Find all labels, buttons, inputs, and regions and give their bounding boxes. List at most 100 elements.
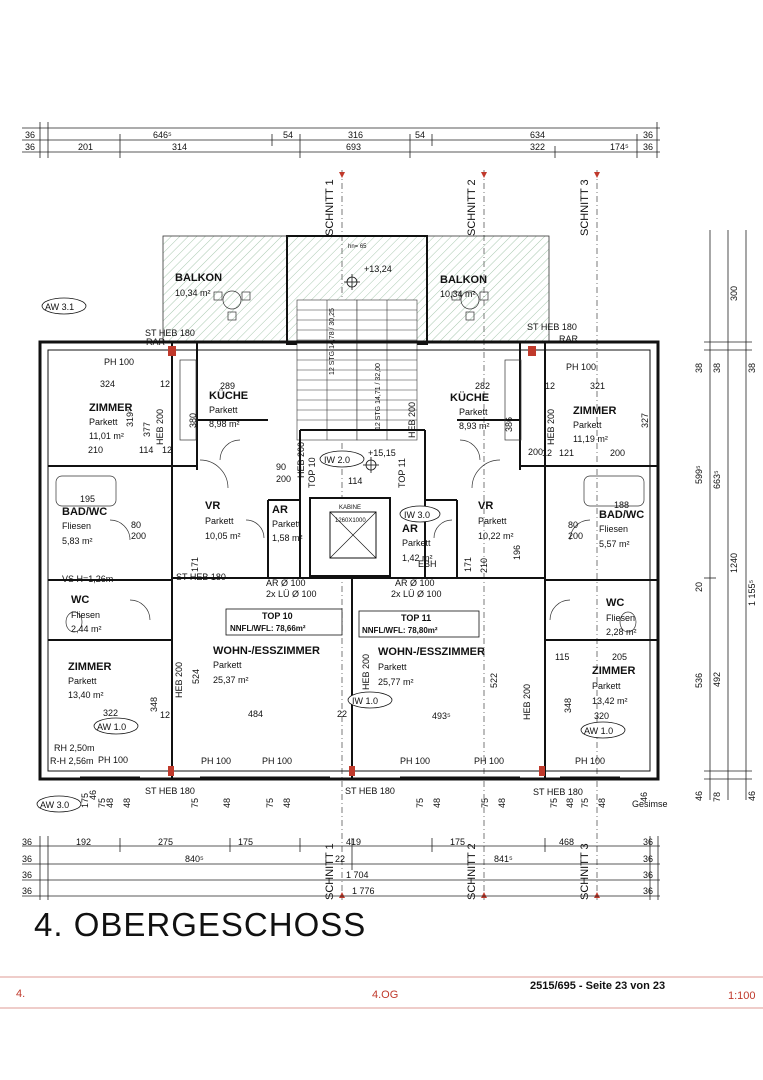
dim-label: 322 [530, 142, 545, 152]
dim-label: 192 [76, 837, 91, 847]
room-floor: Parkett [205, 516, 234, 526]
room-floor: Parkett [573, 420, 602, 430]
dim-label: 46 [88, 790, 98, 800]
dim-label: 90 [276, 462, 286, 472]
room-area: 5,57 m² [599, 539, 630, 549]
dim-label: 522 [489, 673, 499, 688]
room-kueche-1: KÜCHE Parkett 8,98 m² [209, 389, 248, 429]
section-arrow-icon [594, 892, 600, 898]
parapet-label: PH 100 [201, 756, 231, 766]
room-floor: Parkett [68, 676, 97, 686]
dim-label: 324 [100, 379, 115, 389]
dim-label: 201 [78, 142, 93, 152]
dim-label: 468 [559, 837, 574, 847]
room-name: KÜCHE [209, 389, 248, 402]
section-arrow-icon [594, 172, 600, 178]
room-name: ZIMMER [89, 402, 132, 414]
dim-label: 115 [555, 652, 569, 662]
wall-marker-label: IW 3.0 [404, 510, 430, 520]
dim-label: 200 [528, 447, 543, 457]
section-markers: SCHNITT 1 SCHNITT 2 SCHNITT 3 SCHNITT 1 … [324, 172, 600, 900]
dim-label: 48 [122, 798, 132, 808]
room-area: 10,05 m² [205, 531, 241, 541]
elevation-marker-icon [363, 457, 379, 473]
parapet-label: PH 100 [262, 756, 292, 766]
dim-label: 171 [190, 557, 200, 572]
dim-label: 36 [643, 837, 653, 847]
dim-label: 599⁵ [694, 465, 704, 484]
vent-label: AR Ø 100 [395, 578, 435, 588]
dim-label: 80 [568, 520, 578, 530]
room-floor: Fliesen [606, 613, 635, 623]
page-title: 4. OBERGESCHOSS [34, 906, 366, 943]
room-bad-2: BAD/WC Fliesen 5,57 m² [599, 509, 644, 549]
unit-name: TOP 10 [262, 611, 293, 621]
cornice-label: Gesimse [632, 799, 668, 809]
wall-marker-label: AW 1.0 [584, 726, 613, 736]
dim-label: 327 [640, 413, 650, 428]
room-ar-1: AR Parkett 1,58 m² [272, 504, 303, 543]
beam-label: ST HEB 180 [533, 787, 583, 797]
room-zimmer-3: ZIMMER Parkett 13,40 m² [68, 661, 111, 700]
room-area: 1,58 m² [272, 533, 303, 543]
section-label: SCHNITT 1 [324, 179, 336, 236]
right-dim-labels: 300 38 38 38 599⁵ 663⁵ 20 1240 1 155⁵ 53… [694, 286, 757, 802]
beam-label: ST HEB 180 [145, 328, 195, 338]
dim-label: 54 [415, 130, 425, 140]
room-area: 1,42 m² [402, 553, 433, 563]
dim-label: 46 [694, 791, 704, 801]
vent-label: RAR [146, 337, 166, 347]
room-name: BAD/WC [62, 506, 107, 518]
room-wc-2: WC Fliesen 2,28 m² [606, 597, 637, 637]
dim-label: 1 155⁵ [747, 579, 757, 606]
room-area: 10,22 m² [478, 531, 514, 541]
dim-label: 419 [346, 837, 361, 847]
dim-label: 48 [222, 798, 232, 808]
door-swings [109, 439, 591, 621]
room-name: WC [71, 594, 89, 606]
room-bad-1: BAD/WC Fliesen 5,83 m² [62, 506, 107, 546]
balcony-left [162, 235, 288, 343]
dim-label: 348 [149, 697, 159, 712]
room-name: WOHN-/ESSZIMMER [378, 646, 485, 658]
dim-label: 205 [612, 652, 627, 662]
room-kueche-2: KÜCHE Parkett 8,93 m² [450, 391, 490, 431]
dim-label: 275 [158, 837, 173, 847]
stair-label: 12 STG 14,71 / 32,00 [375, 363, 382, 430]
dim-label: 536 [694, 673, 704, 688]
lift-label: KABINE [339, 505, 361, 511]
room-area: 10,34 m² [440, 289, 476, 299]
dim-label: 22 [337, 709, 347, 719]
room-zimmer-1: ZIMMER Parkett 11,01 m² [89, 402, 132, 441]
interior-dimensions: 324 12 289 282 12 321 210 114 12 200 12 … [80, 379, 650, 721]
right-dimension-chains [704, 230, 752, 800]
dim-label: 646⁵ [153, 130, 172, 140]
dim-label: 1 776 [352, 886, 375, 896]
bottom-tick-dims: 175 46 48 75 48 75 48 75 48 75 48 75 48 … [80, 790, 649, 808]
dim-label: 80 [131, 520, 141, 530]
dim-label: 36 [643, 886, 653, 896]
dim-label: 38 [712, 363, 722, 373]
room-floor: Fliesen [599, 524, 628, 534]
room-floor: Parkett [213, 660, 242, 670]
dim-label: 200 [131, 531, 146, 541]
footer-scale: 1:100 [728, 990, 756, 1002]
dim-label: 634 [530, 130, 545, 140]
room-floor: Parkett [209, 405, 238, 415]
dim-label: 75 [97, 798, 107, 808]
wall-marker-label: IW 2.0 [324, 455, 350, 465]
vent-label: AR Ø 100 [266, 578, 306, 588]
room-name: ZIMMER [573, 405, 616, 417]
room-area: 25,37 m² [213, 675, 249, 685]
room-vr-2: VR Parkett 10,22 m² [478, 500, 514, 541]
window-markers [168, 346, 545, 776]
dim-label: 175 [80, 793, 90, 808]
dim-label: 200 [568, 531, 583, 541]
room-area: 11,19 m² [573, 434, 608, 444]
dim-label: 693 [346, 142, 361, 152]
unit-box-top11: TOP 11 NNFL/WFL: 78,80m² [358, 610, 480, 638]
dim-label: 175 [450, 837, 465, 847]
room-area: 10,34 m² [175, 288, 211, 298]
room-floor: Parkett [89, 417, 118, 427]
